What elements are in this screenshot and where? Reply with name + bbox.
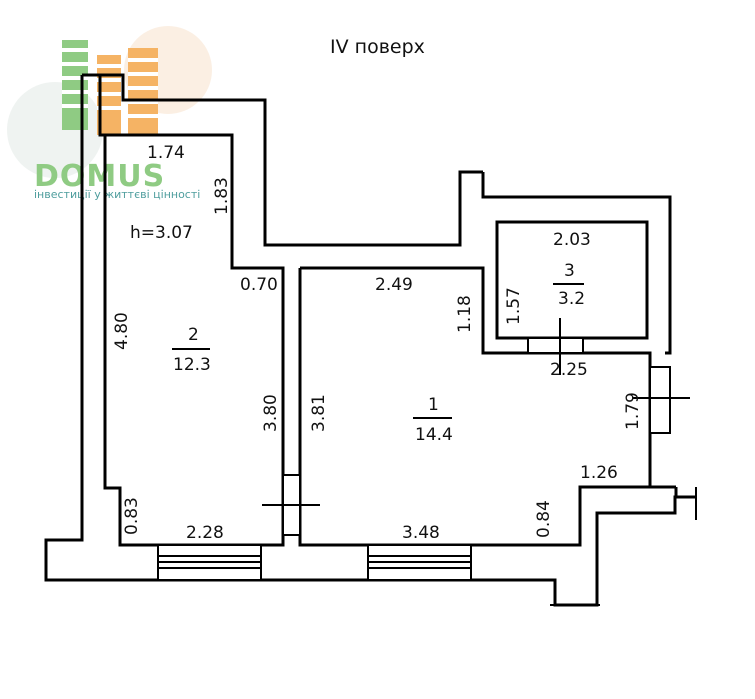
dimension: 0.84 [534,500,554,538]
dimension: 3.81 [309,394,329,432]
dimension: 0.70 [240,275,278,295]
logo-word: DOMUS [34,159,165,194]
dimension: 3.80 [261,394,281,432]
room-2-number: 2 [188,325,199,345]
dimension: 2.25 [550,360,588,380]
room-3-area: 3.2 [558,289,585,309]
dimension: 1.74 [147,143,185,163]
door-room-3 [527,318,584,375]
floor-title: IV поверх [330,36,425,58]
room-1-area: 14.4 [415,425,453,445]
dimension: 1.57 [504,287,524,325]
door-entrance [632,366,690,434]
dimension: 2.49 [375,275,413,295]
dimension: 3.48 [402,523,440,543]
room-3-number: 3 [564,261,575,281]
room-3-label: 3 3.2 [553,261,585,309]
dimension: 1.79 [623,392,643,430]
room-2-area: 12.3 [173,355,211,375]
dimension: 0.83 [122,497,142,535]
window-right [367,544,472,581]
room-1-number: 1 [428,395,439,415]
door-between-rooms [262,474,320,536]
dimension: 1.18 [455,295,475,333]
building-icon [62,40,158,135]
room-1-label: 1 14.4 [413,395,453,445]
window-left [157,544,262,581]
ceiling-height: h=3.07 [130,223,193,243]
domus-logo: DOMUS інвестиції у життєві цінності [7,26,212,201]
walls [44,73,697,607]
dimension: 4.80 [112,312,132,350]
dimension: 2.03 [553,230,591,250]
dimension: 1.83 [212,177,232,215]
logo-tagline: інвестиції у життєві цінності [34,188,200,201]
dimension: 1.26 [580,463,618,483]
room-2-label: 2 12.3 [172,325,211,375]
dimension: 2.28 [186,523,224,543]
